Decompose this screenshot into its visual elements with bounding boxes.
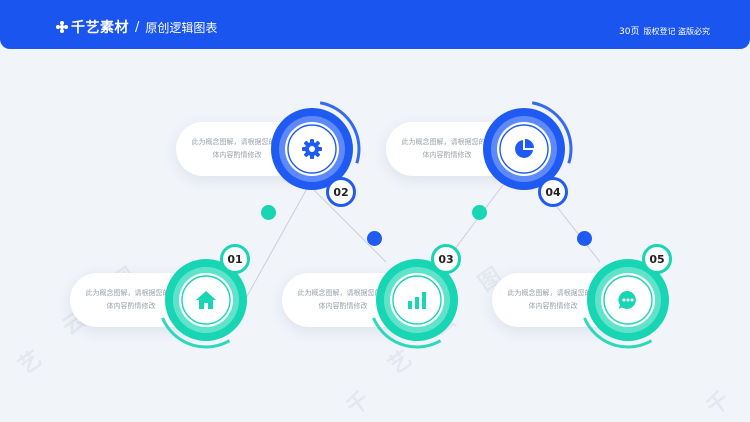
- step-node-01: 01: [156, 244, 256, 350]
- connector-dot: [367, 231, 382, 246]
- step-number-badge: 01: [220, 244, 250, 274]
- step-node-05: 05: [578, 244, 678, 350]
- copyright-notice: 版权登记 盗版必究: [643, 27, 710, 36]
- header-info: 30页 版权登记 盗版必究: [619, 24, 710, 37]
- step-node-02: 02: [262, 99, 362, 207]
- connector-dot: [261, 205, 276, 220]
- step-description: 此为概念图解，请根据您的具体内容酌情修改: [401, 138, 493, 159]
- gear-icon: [301, 138, 323, 160]
- chat-icon: [617, 289, 639, 311]
- pie-chart-icon: [513, 138, 535, 160]
- bar-chart-icon: [406, 289, 428, 311]
- step-number-badge: 02: [326, 177, 356, 207]
- step-description: 此为概念图解，请根据您的具体内容酌情修改: [507, 289, 599, 310]
- step-node-03: 03: [367, 244, 467, 350]
- step-number-badge: 04: [538, 177, 568, 207]
- brand-name: 千艺素材: [71, 20, 129, 36]
- step-description: 此为概念图解，请根据您的具体内容酌情修改: [85, 289, 177, 310]
- brand: 千艺素材 / 原创逻辑图表: [56, 17, 217, 37]
- connector-dot: [472, 205, 487, 220]
- step-description: 此为概念图解，请根据您的具体内容酌情修改: [297, 289, 389, 310]
- home-icon: [195, 289, 217, 311]
- step-description: 此为概念图解，请根据您的具体内容酌情修改: [191, 138, 283, 159]
- header-bar: 千艺素材 / 原创逻辑图表 30页 版权登记 盗版必究: [0, 0, 750, 49]
- page-subtitle: 原创逻辑图表: [145, 20, 218, 35]
- step-number-badge: 05: [642, 244, 672, 274]
- page-count: 30页: [619, 27, 640, 37]
- brand-separator: /: [135, 19, 140, 35]
- step-node-04: 04: [474, 99, 574, 207]
- brand-logo-icon: [56, 21, 68, 33]
- connector-dot: [577, 231, 592, 246]
- step-number-badge: 03: [431, 244, 461, 274]
